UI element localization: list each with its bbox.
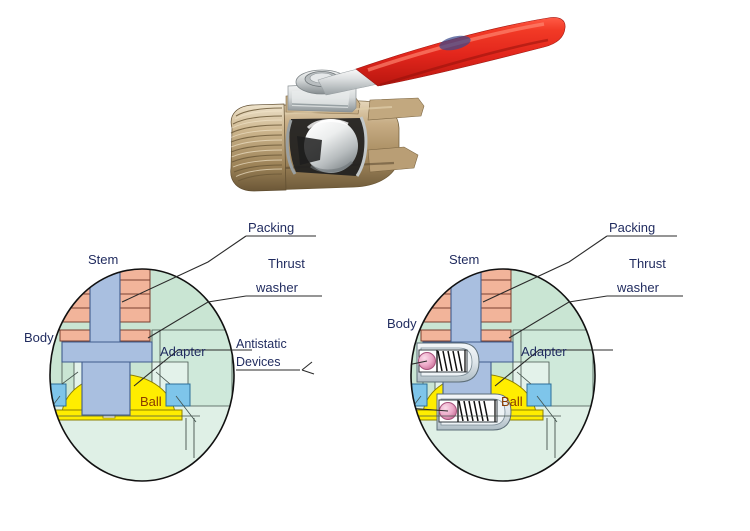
packing-left — [59, 269, 91, 323]
label-underlines — [607, 235, 683, 297]
label-thrust-line2: washer — [616, 280, 660, 295]
label-stem: Stem — [88, 252, 118, 267]
label-packing: Packing — [248, 220, 294, 235]
thrust-washer-left — [420, 329, 452, 342]
label-packing: Packing — [609, 220, 655, 235]
antistatic-spring-lower — [458, 400, 489, 422]
diagram-antistatic-svg: Packing Thrust washer Stem Body Adapter … — [387, 220, 683, 482]
label-body: Body — [387, 316, 417, 331]
stem-upper — [89, 269, 121, 343]
packing-right — [478, 269, 512, 323]
stem-lower — [81, 361, 131, 416]
thrust-washer-right — [478, 329, 512, 342]
antistatic-device-lower — [436, 393, 512, 431]
label-thrust-line2: washer — [255, 280, 299, 295]
label-antistatic-line1: Antistatic — [236, 337, 287, 351]
label-antistatic-line2: Devices — [236, 355, 280, 369]
thrust-washer-left — [59, 329, 91, 342]
ball-valve-photo — [230, 17, 566, 192]
diagram-standard-ball-valve: Packing Thrust washer Stem Body Adapter … — [0, 210, 375, 531]
label-adapter: Adapter — [160, 344, 206, 359]
product-photo-panel — [0, 0, 750, 210]
label-thrust-line1: Thrust — [268, 256, 305, 271]
section-outline-circle — [410, 268, 596, 482]
label-ball: Ball — [501, 394, 523, 409]
label-underlines — [246, 235, 322, 297]
diagram-standard-svg: Packing Thrust washer Stem Body Adapter … — [24, 220, 322, 482]
packing-right — [117, 269, 151, 323]
diagrams-panel: Packing Thrust washer Stem Body Adapter … — [0, 210, 750, 531]
antistatic-leader-internal — [411, 360, 449, 412]
label-thrust-line1: Thrust — [629, 256, 666, 271]
photo-handle — [317, 17, 566, 96]
thrust-washer-right — [117, 329, 151, 342]
antistatic-device-upper — [416, 342, 480, 383]
label-stem: Stem — [449, 252, 479, 267]
photo-ball — [285, 116, 368, 177]
antistatic-arrowhead — [301, 361, 315, 375]
leader-lines — [121, 235, 252, 387]
section-outline-circle — [49, 268, 235, 482]
seat-right — [165, 383, 191, 407]
antistatic-spring-upper — [437, 350, 463, 372]
photo-threaded-end — [230, 103, 287, 192]
stem-upper — [450, 269, 482, 343]
antistatic-label-group: Antistatic Devices — [236, 337, 315, 375]
seat-right — [526, 383, 552, 407]
stem-shoulder — [61, 341, 153, 363]
label-adapter: Adapter — [521, 344, 567, 359]
leader-lines — [482, 235, 613, 387]
label-ball: Ball — [140, 394, 162, 409]
packing-left — [420, 269, 452, 323]
diagram-antistatic-ball-valve: Packing Thrust washer Stem Body Adapter … — [375, 210, 750, 531]
label-body: Body — [24, 330, 54, 345]
